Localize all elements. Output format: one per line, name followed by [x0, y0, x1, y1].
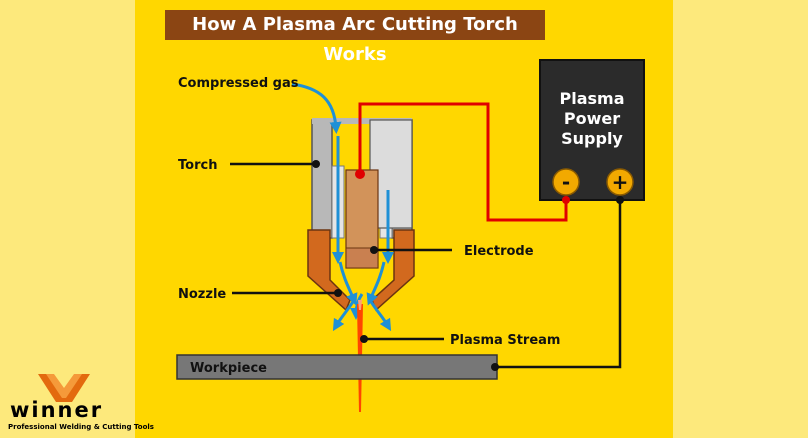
workpiece-connection-dot	[491, 363, 499, 371]
workpiece-label: Workpiece	[190, 361, 267, 376]
page-title: How A Plasma Arc Cutting Torch Works	[165, 10, 545, 65]
power-supply: Plasma Power Supply - +	[539, 59, 645, 201]
electrode-label: Electrode	[464, 244, 534, 259]
nozzle-leader-dot	[334, 289, 342, 297]
gas-flow-arrows	[291, 82, 394, 332]
electrode-leader-dot	[370, 246, 378, 254]
positive-terminal-label: +	[612, 170, 629, 194]
positive-terminal	[606, 168, 634, 196]
positive-wire	[495, 200, 622, 369]
winner-logo-icon	[38, 374, 90, 402]
negative-terminal-label: -	[562, 170, 570, 194]
electrode-connection-dot	[355, 169, 365, 179]
negative-terminal-dot	[562, 196, 570, 204]
plasma-leader-dot	[360, 335, 368, 343]
power-supply-line3: Supply	[561, 129, 623, 148]
left-side-panel	[0, 0, 135, 438]
power-supply-line2: Power	[564, 109, 620, 128]
torch-label: Torch	[178, 158, 217, 173]
negative-terminal	[552, 168, 580, 196]
power-supply-line1: Plasma	[560, 89, 625, 108]
logo-wordmark: winner	[10, 398, 104, 422]
right-side-panel	[673, 0, 808, 438]
negative-wire	[358, 102, 568, 222]
torch-leader-dot	[312, 160, 320, 168]
logo-tagline: Professional Welding & Cutting Tools	[8, 423, 154, 431]
compressed-gas-label: Compressed gas	[178, 76, 299, 91]
nozzle-label: Nozzle	[178, 287, 226, 302]
positive-terminal-dot	[616, 196, 624, 204]
plasma-stream-label: Plasma Stream	[450, 333, 560, 348]
leader-lines	[230, 162, 452, 341]
